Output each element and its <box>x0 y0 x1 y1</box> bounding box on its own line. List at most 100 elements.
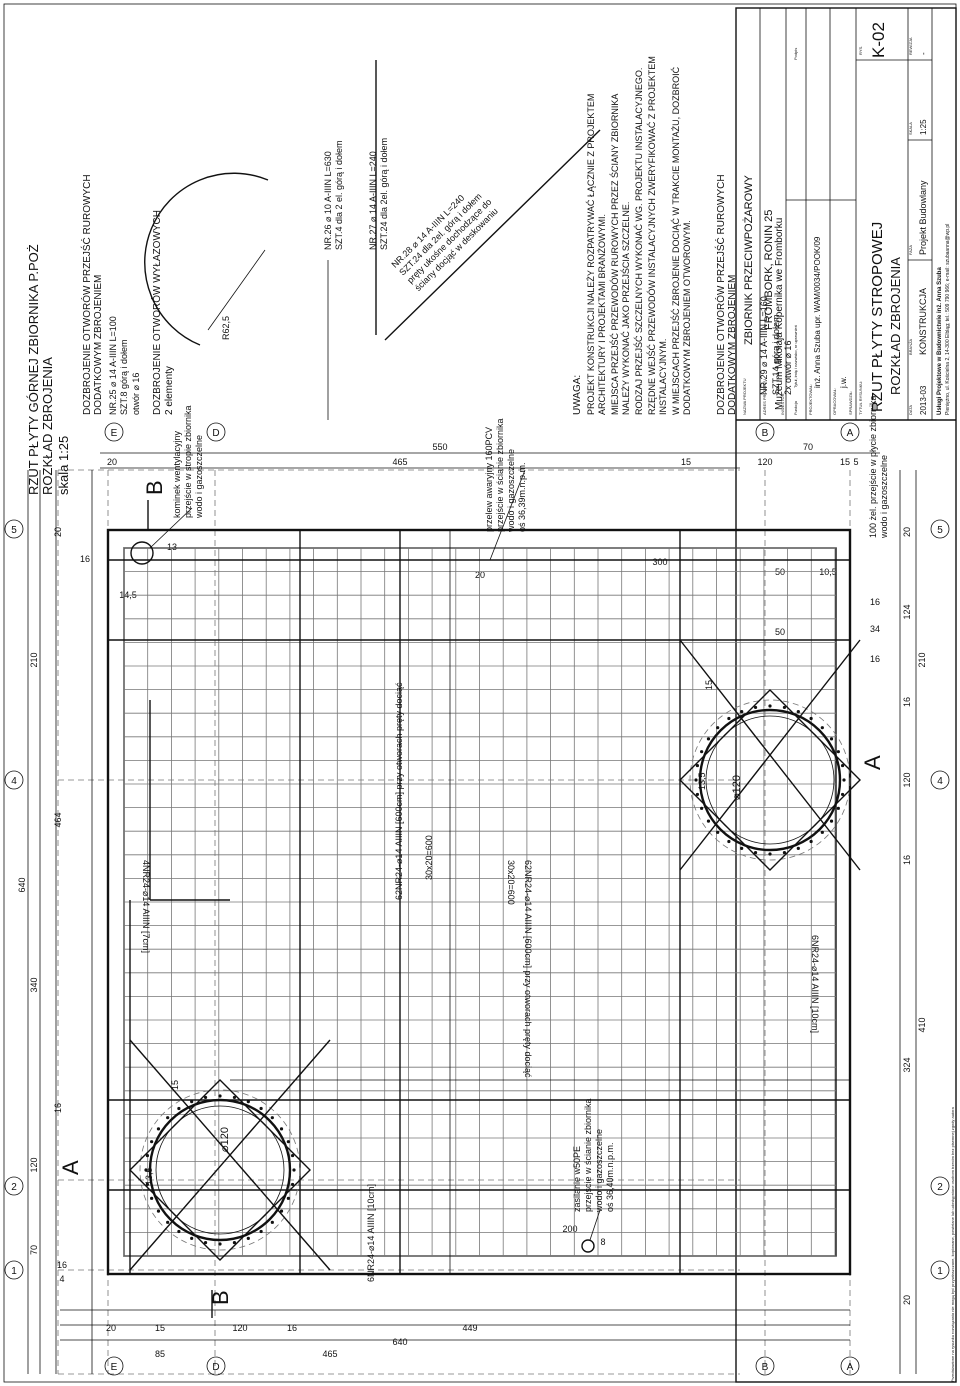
zasilanie-line-1: zasilanie w50PE <box>572 1146 582 1212</box>
rebar-label-d: 6NR24-⌀14 AIIIN [10cm] <box>366 1184 376 1282</box>
rebar-dot <box>190 1236 194 1240</box>
title-block-frame <box>735 7 957 1383</box>
dim-8: 8 <box>600 1237 605 1247</box>
rebar-dot <box>218 1094 222 1098</box>
rebar-dot <box>286 1196 290 1200</box>
axis-4-top: 4 <box>11 776 17 787</box>
manhole-right-13-5: 13,5 <box>697 772 707 790</box>
pipe-openings <box>130 469 601 1253</box>
office-address: Pieniężno, ul. Kościelna 2, 14-300 Elblą… <box>945 224 951 415</box>
rebar-dot <box>840 763 845 768</box>
rebar-dot <box>706 737 711 741</box>
vent-chimney-opening <box>130 541 154 565</box>
dim-left-16b: 16 <box>57 1260 67 1270</box>
uwaga-title: UWAGA: <box>572 375 583 415</box>
przelew-line-1: przelew awaryjny 160PCV <box>484 427 494 532</box>
dim-bottom-16: 16 <box>902 855 912 865</box>
designer: inż. Anna Szuba upr. WAM/0034/POOK/09 <box>813 236 822 388</box>
dim-left-4: 4 <box>59 1274 64 1284</box>
scale: 1:25 <box>919 119 928 135</box>
sheet-title-label: TYTUŁ RYSUNKU: <box>858 381 863 415</box>
dim-right-50: 50 <box>775 567 785 577</box>
rebar-dot <box>836 750 840 754</box>
design-office: Usługi Projektowe w Budownictwie inż. An… <box>937 267 943 415</box>
dim-bottom-20: 20 <box>902 1295 912 1305</box>
manhole-left-diameter: ⌀120 <box>219 1127 231 1152</box>
rebar-dot <box>782 705 787 710</box>
uwaga-4: RZĘDNE WEJŚĆ PRZEWODÓW INSTALACYJNYCH ZW… <box>646 56 657 415</box>
rebar-dot <box>820 830 824 834</box>
openings-3-sub: DODATKOWYM ZBROJENIEM <box>727 275 738 415</box>
manhole-right <box>679 639 861 871</box>
rebar-dot <box>232 1095 237 1100</box>
address: FROMBORK, RONIN 25 <box>763 210 775 330</box>
manhole-left-13-5: 13,5 <box>144 1167 154 1185</box>
rebar-dot <box>727 716 731 721</box>
phase: Projekt Budowlany <box>918 180 928 255</box>
section-marks: A A B B <box>58 480 885 1318</box>
rebar-dot <box>270 1220 274 1224</box>
axis-b-left: B <box>762 1362 769 1373</box>
openings-1-title: DOZBROJENIE OTWORÓW PRZEJŚĆ RUROWYCH <box>80 174 93 415</box>
function-label: Funkcja <box>793 400 798 415</box>
dim-left-15: 15 <box>155 1323 165 1333</box>
rebar-dot <box>279 1209 284 1213</box>
rebar-dot <box>716 830 720 834</box>
manhole-left <box>129 1039 331 1271</box>
rebar-dot <box>203 1095 208 1100</box>
rebar-dot <box>156 1209 161 1213</box>
date-label: DATA <box>908 405 913 415</box>
axis-a-left: A <box>847 1362 854 1373</box>
plan-annotations: kominek wentylacyjny przejście w stropie… <box>141 395 889 1282</box>
kominek-line-2: przejście w stropie zbiornika <box>183 405 193 518</box>
dim-right-15b: 15 <box>840 457 850 467</box>
rebar-dot <box>700 750 704 754</box>
rebar-dot <box>740 846 744 850</box>
rebar-dot <box>694 778 698 782</box>
branch-label: BRANŻA <box>908 338 913 355</box>
slab-plan <box>106 528 852 1276</box>
axis-e-left: E <box>111 1362 118 1373</box>
rebar-dot <box>820 726 824 730</box>
uwaga-2: MIEJSCA PRZEJŚĆ PRZEWODÓW RUROWYCH PRZEZ… <box>609 94 620 415</box>
section-b-top: B <box>142 480 167 495</box>
rebar-dot <box>809 716 813 721</box>
dim-top-120: 120 <box>29 1157 39 1172</box>
dim-13: 13 <box>167 542 177 552</box>
rebar-dot <box>829 819 834 823</box>
rebar-dot <box>259 1106 263 1111</box>
rebar-dot <box>218 1242 222 1246</box>
rebar-dot <box>290 1153 295 1158</box>
rebar-dot <box>270 1116 274 1120</box>
bar26-line-1: NR.26 ⌀ 10 A-IIIN L=630 <box>323 151 333 250</box>
uwaga-1b: ARCHITEKTURY I PROJEKTAMI BRANŻOWYMI. <box>597 214 607 415</box>
dim-left-85: 85 <box>155 1349 165 1359</box>
drawing-no-label: RYS. <box>858 46 863 55</box>
axis-1-bottom: 1 <box>937 1266 943 1277</box>
axis-d-left: D <box>212 1362 219 1373</box>
rebar-dot <box>695 763 700 768</box>
rebar-dot <box>246 1100 250 1104</box>
rebar-dot <box>279 1127 284 1131</box>
rebar-dot <box>796 710 800 714</box>
dim-200: 200 <box>562 1224 577 1234</box>
dim-top-464: 464 <box>53 812 63 827</box>
rebar-dot <box>156 1127 161 1131</box>
rebar-dot <box>150 1140 154 1144</box>
axis-a-right: A <box>847 428 854 439</box>
copyright-note: Przedstawione na rysunku rozwiązania nie… <box>950 1106 955 1382</box>
uwaga-5: W MIEJSCACH PRZEJŚĆ ZBROJENIE DOCIĄĆ W T… <box>670 66 681 415</box>
rebar-dot <box>768 704 772 708</box>
dim-right-15: 15 <box>681 457 691 467</box>
dim-left-120: 120 <box>232 1323 247 1333</box>
rebar-dot <box>727 839 731 844</box>
rebar-label-e: 6NR24-⌀14 AIIIN [10cm] <box>810 935 820 1033</box>
investor: Muzeum Mikołaja Kopernika we Fromborku <box>774 218 785 410</box>
radius-label: R62,5 <box>221 316 231 340</box>
drawing-number: K-02 <box>869 22 888 58</box>
dim-300: 300 <box>652 557 667 567</box>
rebar-dot <box>145 1182 150 1187</box>
rebar-dot <box>700 806 704 810</box>
bar28-diagonal-shape <box>384 129 601 341</box>
